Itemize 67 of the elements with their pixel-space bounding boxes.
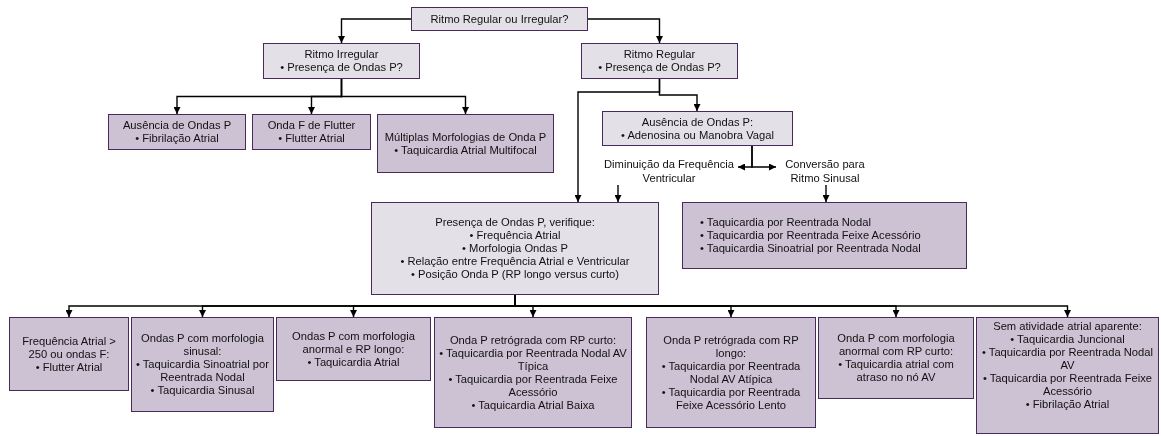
box-text: • Morfologia Ondas P <box>462 242 568 255</box>
process-box <box>602 111 793 146</box>
box-text: • Taquicardia por Reentrada Nodal AV <box>981 346 1154 372</box>
process-box <box>434 317 632 428</box>
box-text: • Taquicardia Juncional <box>1010 333 1125 346</box>
box-heading: Frequência Atrial > 250 ou ondas F: <box>21 334 117 361</box>
box-heading: Presença de Ondas P, verifique: <box>435 216 595 229</box>
box-heading: Onda P retrógrada com RP curto: <box>449 333 617 347</box>
arrow <box>822 184 830 203</box>
box-text: • Frequência Atrial <box>469 229 561 242</box>
box-heading: Múltiplas Morfologias de Onda P <box>384 130 547 144</box>
box-heading: Onda F de Flutter <box>267 119 356 132</box>
box-text: Ritmo Regular ou Irregular? <box>430 12 569 26</box>
box-heading: Ondas P com morfologia sinusal: <box>140 332 265 358</box>
box-heading: Ritmo Irregular <box>304 48 379 61</box>
arrow <box>338 18 412 44</box>
branch-label: Conversão para Ritmo Sinusal <box>770 157 880 185</box>
box-text: • Presença de Ondas P? <box>280 61 403 74</box>
process-box <box>371 202 659 295</box>
box-text: • Adenosina ou Manobra Vagal <box>621 128 774 142</box>
box-text: • Taquicardia Atrial Baixa <box>471 398 595 412</box>
process-box <box>682 202 967 269</box>
process-box <box>818 317 974 399</box>
box-text: • Taquicardia por Reentrada Feixe Acessório <box>699 229 921 242</box>
box-text: • Posição Onda P (RP longo versus curto) <box>410 268 620 281</box>
box-heading: Ritmo Regular <box>623 48 696 61</box>
box-text: • Relação entre Frequência Atrial e Ventricular <box>400 255 630 268</box>
box-text: • Taquicardia Atrial <box>307 355 400 369</box>
box-text: • Fibrilação Atrial <box>135 132 219 145</box>
process-box <box>976 317 1159 434</box>
box-text: • Taquicardia por Reentrada Feixe Acessório <box>447 372 619 399</box>
box-text: • Presença de Ondas P? <box>598 61 721 74</box>
arrow <box>614 184 622 203</box>
process-box <box>131 317 274 412</box>
arrow <box>574 78 661 203</box>
process-box <box>411 7 588 31</box>
box-text: • Taquicardia por Reentrada Nodal <box>699 216 871 229</box>
process-box <box>9 317 129 391</box>
process-box <box>377 114 554 173</box>
box-heading: Onda P com morfologia anormal com RP curto: <box>836 332 956 358</box>
box-heading: Sem atividade atrial aparente: <box>993 320 1142 333</box>
process-box <box>581 43 738 79</box>
box-text: • Fibrilação Atrial <box>1025 398 1110 411</box>
process-box <box>108 114 246 150</box>
box-text: • Taquicardia por Reentrada Nodal AV Atípica <box>660 359 802 386</box>
box-text: • Flutter Atrial <box>35 360 103 374</box>
arrow <box>751 145 777 171</box>
box-text: • Taquicardia Sinoatrial por Reentrada Nodal <box>699 242 921 255</box>
box-text: • Taquicardia por Reentrada Feixe Acessório <box>981 372 1154 398</box>
box-heading: Onda P retrógrada com RP longo: <box>662 333 800 360</box>
process-box <box>252 114 371 150</box>
box-heading: Ausência de Ondas P <box>122 119 232 132</box>
box-text: • Taquicardia atrial com atraso no nó AV <box>837 358 955 384</box>
box-text: • Flutter Atrial <box>278 132 345 145</box>
box-text: • Taquicardia por Reentrada Nodal AV Típica <box>438 346 628 373</box>
arrow <box>340 78 469 115</box>
process-box <box>646 317 816 428</box>
process-box <box>263 43 420 79</box>
box-heading: Ondas P com morfologia anormal e RP longo: <box>291 329 416 356</box>
arrow <box>587 18 663 44</box>
branch-label: Diminuição da Frequência Ventricular <box>596 157 742 185</box>
box-text: • Taquicardia Atrial Multifocal <box>394 143 537 157</box>
box-text: • Taquicardia Sinoatrial por Reentrada Nodal <box>135 358 270 384</box>
box-text: • Taquicardia Sinusal <box>150 384 255 397</box>
process-box <box>276 317 431 381</box>
box-heading: Ausência de Ondas P: <box>641 115 754 129</box>
box-text: • Taquicardia por Reentrada Feixe Acessório Lento <box>660 385 802 412</box>
